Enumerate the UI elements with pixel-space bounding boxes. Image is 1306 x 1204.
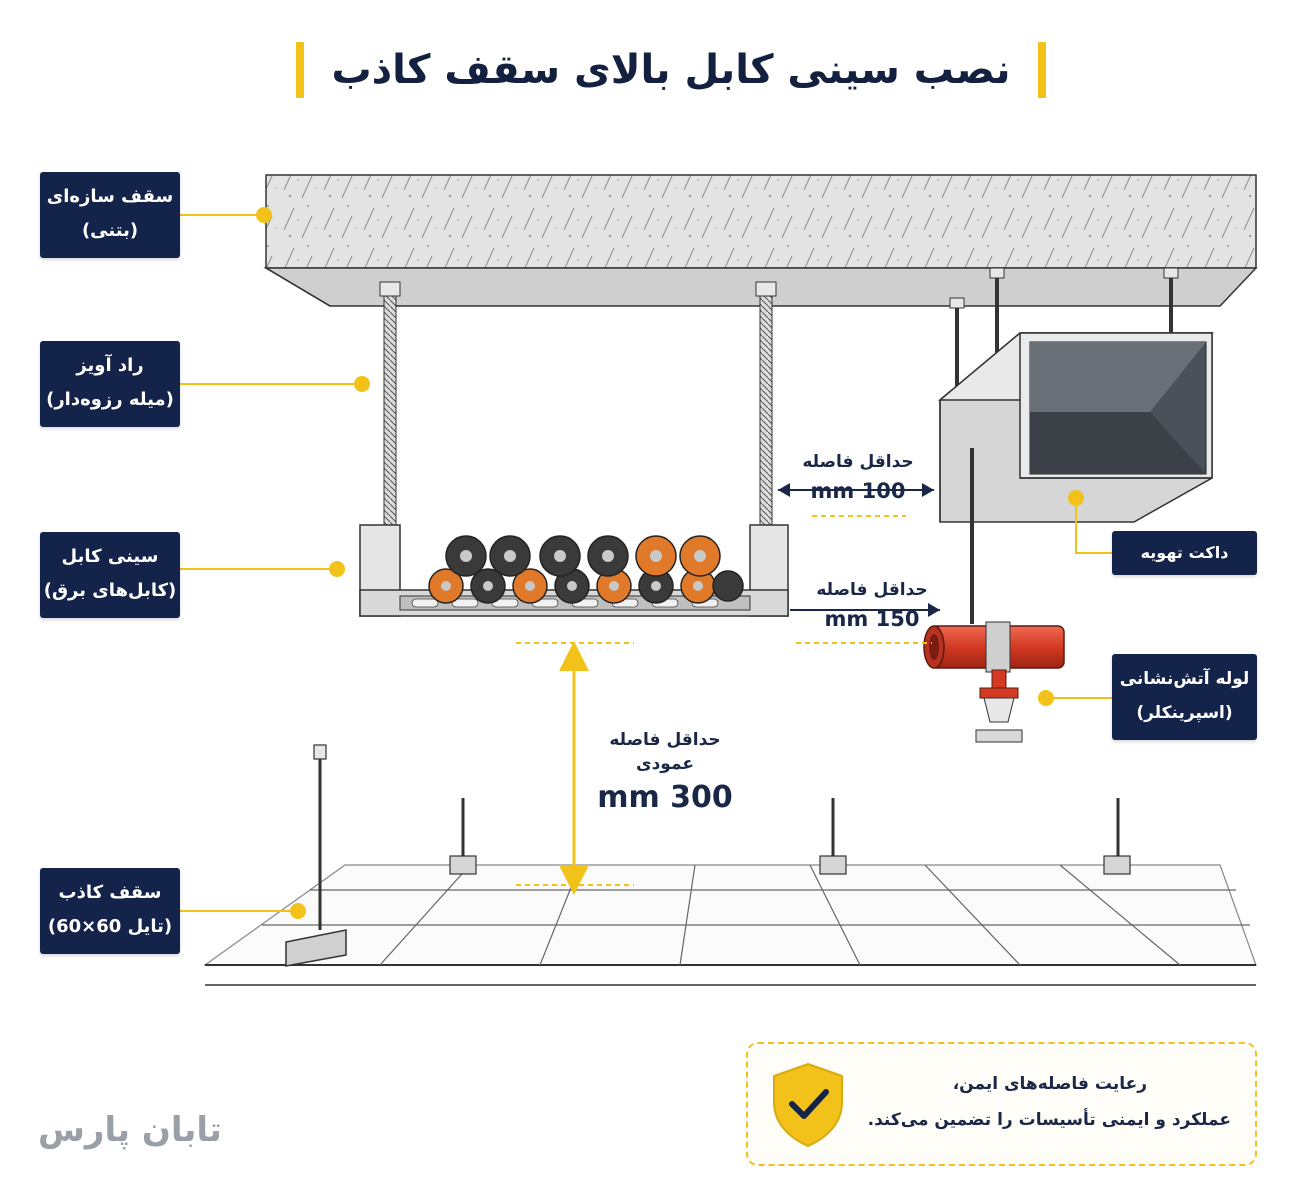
label-structural-ceiling: سقف سازه‌ای (بتنی)	[40, 172, 180, 258]
shield-check-icon	[773, 1062, 843, 1148]
label-fire-pipe: لوله آتش‌نشانی (اسپرینکلر)	[1112, 654, 1257, 740]
brand-logo: تابان پارس	[38, 1110, 222, 1150]
safety-note-line1: رعایت فاصله‌های ایمن،	[952, 1074, 1147, 1094]
label-hanger-rod: راد آویز (میله رزوه‌دار)	[40, 341, 180, 427]
safety-note-line2: عملکرد و ایمنی تأسیسات را تضمین می‌کند.	[867, 1110, 1231, 1130]
title-block: نصب سینی کابل بالای سقف کاذب	[296, 40, 1046, 100]
duct-clearance-dimension: حداقل فاصله 100 mm	[802, 452, 914, 503]
hanger-rods	[379, 267, 1179, 533]
label-cable-tray: سینی کابل (کابل‌های برق)	[40, 532, 180, 618]
title-accent-right	[1038, 42, 1046, 98]
leader-lines	[180, 207, 1112, 919]
safety-note-box: رعایت فاصله‌های ایمن، عملکرد و ایمنی تأس…	[746, 1042, 1257, 1166]
dimension-lines	[516, 483, 940, 895]
vertical-clearance-dimension: حداقل فاصله عمودی 300 mm	[597, 730, 733, 815]
label-false-ceiling: سقف کاذب (تایل 60×60)	[40, 868, 180, 954]
cables-bundle	[428, 535, 744, 604]
page-title: نصب سینی کابل بالای سقف کاذب	[331, 47, 1011, 93]
fire-pipe	[923, 448, 1065, 743]
title-accent-left	[296, 42, 304, 98]
label-hvac-duct: داکت تهویه مطبوع	[1112, 531, 1257, 606]
hvac-duct	[937, 332, 1215, 523]
pipe-clearance-dimension: حداقل فاصله 150 mm	[816, 580, 928, 631]
false-ceiling-grid	[203, 744, 1257, 986]
